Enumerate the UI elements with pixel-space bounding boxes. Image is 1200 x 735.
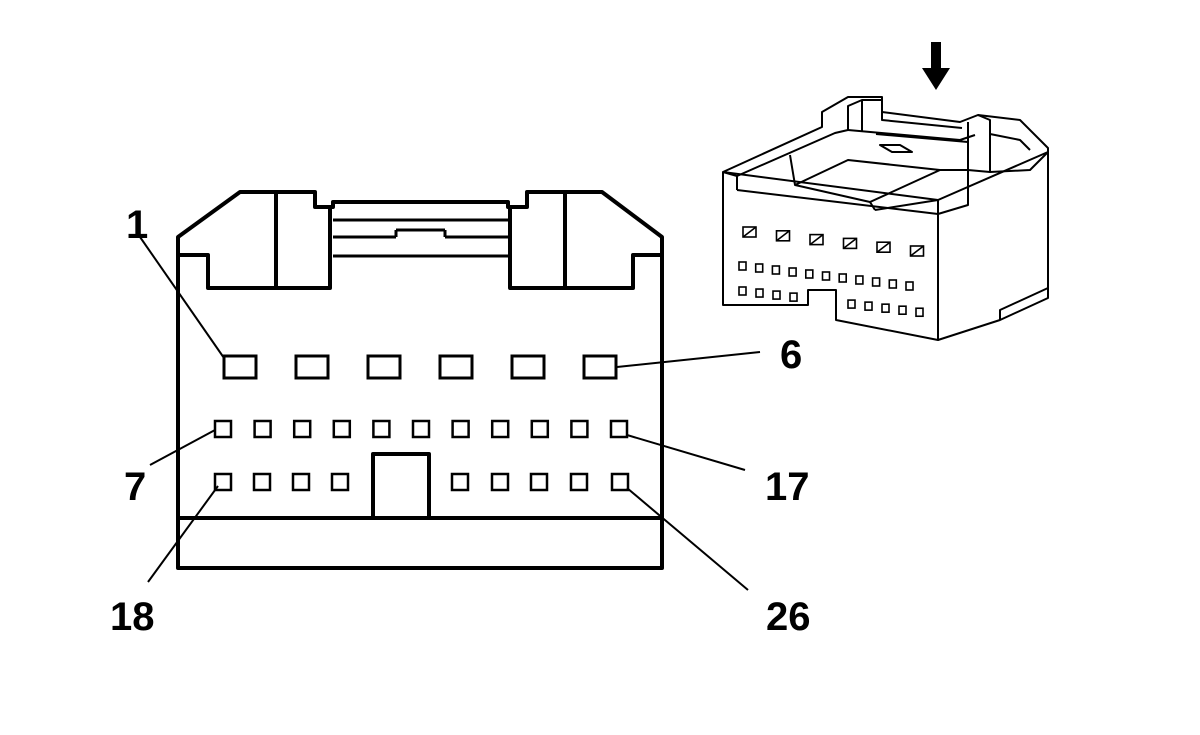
iso-cavity-middle [905, 281, 914, 291]
iso-cavity-lower [864, 301, 873, 311]
cavity-19 [252, 472, 272, 492]
leader-pin-18 [147, 485, 219, 583]
iso-cavity-lower [738, 286, 747, 296]
iso-upper-cavities [742, 226, 925, 257]
iso-cavity-middle [788, 267, 797, 277]
iso-cavity-lower [789, 292, 798, 302]
cavity-7 [213, 419, 233, 439]
pin-18-label: 18 [110, 595, 155, 639]
iso-cavity-hatch [910, 245, 924, 257]
pin-26-label: 26 [766, 595, 811, 639]
iso-cavity-middle [888, 279, 898, 289]
cavity-23 [490, 472, 510, 492]
iso-cavity-middle [871, 277, 881, 287]
pin-1-label: 1 [126, 203, 148, 247]
cavity-21 [330, 472, 350, 492]
cavity-9 [292, 419, 312, 439]
iso-cavity-lower [755, 288, 764, 298]
connector-body-outline [176, 190, 664, 570]
iso-cavity-middle [821, 271, 831, 281]
leader-pin-26 [626, 487, 749, 591]
connector-face-view [176, 190, 664, 570]
iso-cavity-lower [847, 299, 856, 309]
iso-cavity-middle [771, 265, 781, 275]
key-slot [371, 452, 431, 520]
cavity-15 [530, 419, 550, 439]
leader-pin-1 [139, 236, 225, 359]
cavity-25 [569, 472, 589, 492]
cavity-22 [450, 472, 470, 492]
pin-7-label: 7 [124, 465, 146, 509]
cavity-14 [490, 419, 510, 439]
iso-cavity-lower [915, 307, 924, 318]
cavity-1 [222, 354, 258, 380]
cavity-16 [570, 419, 589, 439]
cavity-5 [510, 354, 546, 380]
iso-cavity-middle [855, 275, 864, 285]
leader-pin-6 [616, 351, 761, 368]
iso-cavity-hatch [776, 230, 790, 242]
iso-cavity-hatch [742, 226, 757, 238]
iso-cavity-hatch [876, 241, 891, 253]
middle-row-cavities [213, 419, 629, 439]
iso-cavity-middle [754, 263, 764, 273]
cavity-11 [372, 419, 391, 439]
iso-front-face [722, 171, 939, 341]
iso-cavity-hatch [809, 233, 824, 246]
cavity-13 [451, 419, 470, 439]
cavity-20 [291, 472, 311, 492]
leader-pin-7 [149, 429, 216, 466]
cavity-18 [213, 472, 233, 492]
left-latch-tower [176, 205, 332, 290]
cavity-17 [609, 419, 629, 439]
iso-cavity-hatch [843, 237, 857, 250]
cavity-8 [253, 419, 272, 439]
cavity-24 [529, 472, 549, 492]
iso-lower-cavities [738, 286, 924, 318]
cavity-4 [438, 354, 474, 380]
iso-middle-cavities [738, 261, 914, 291]
lower-row-cavities [213, 472, 630, 492]
cavity-2 [294, 354, 330, 380]
iso-cavity-lower [881, 303, 890, 313]
iso-cavity-middle [738, 261, 747, 271]
top-lock-bar [333, 218, 508, 258]
leader-lines [139, 236, 761, 591]
cavity-3 [366, 354, 402, 380]
iso-cavity-middle [804, 269, 814, 279]
pin-17-label: 17 [765, 465, 810, 509]
leader-pin-17 [626, 434, 746, 471]
cavity-10 [332, 419, 352, 439]
iso-side-face [937, 151, 1049, 341]
iso-cavity-lower [898, 305, 907, 316]
upper-row-cavities [222, 354, 618, 380]
cavity-6 [582, 354, 618, 380]
connector-isometric-view [722, 42, 1049, 341]
cavity-12 [411, 419, 431, 439]
right-latch-tower [508, 205, 664, 290]
down-arrow-icon [922, 42, 950, 90]
iso-cavity-lower [772, 290, 781, 300]
pin-6-label: 6 [780, 333, 802, 377]
iso-cavity-middle [838, 273, 848, 283]
cavity-26 [610, 472, 630, 492]
